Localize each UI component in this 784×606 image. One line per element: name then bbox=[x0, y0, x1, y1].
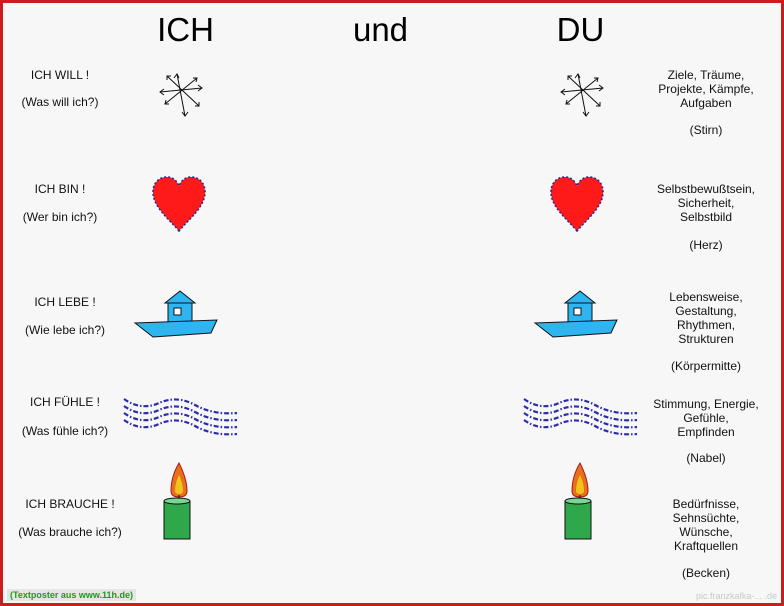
compass-arrows-icon bbox=[556, 70, 608, 120]
row-title-lebe: ICH LEBE ! bbox=[34, 295, 96, 309]
row-title-bin: ICH BIN ! bbox=[34, 182, 86, 196]
row-title-fuehle: ICH FÜHLE ! bbox=[29, 395, 100, 409]
watermark: pic.franzkafka-... .de bbox=[695, 591, 777, 601]
row-question-bin: (Wer bin ich?) bbox=[22, 210, 98, 224]
heading-und: und bbox=[352, 11, 409, 48]
row-desc-brauche: Bedürfnisse,Sehnsüchte,Wünsche,Kraftquel… bbox=[672, 497, 740, 553]
heading-du: DU bbox=[556, 11, 605, 48]
row-question-fuehle: (Was fühle ich?) bbox=[21, 424, 109, 438]
row-source-will: (Stirn) bbox=[689, 123, 723, 137]
houseboat-icon bbox=[533, 289, 619, 339]
compass-arrows-icon bbox=[155, 70, 207, 120]
heading-ich: ICH bbox=[157, 11, 214, 48]
row-question-brauche: (Was brauche ich?) bbox=[18, 525, 122, 539]
heart-icon bbox=[549, 175, 605, 233]
row-desc-fuehle: Stimmung, Energie,Gefühle,Empfinden bbox=[653, 397, 759, 439]
candle-icon bbox=[562, 461, 594, 543]
row-question-will: (Was will ich?) bbox=[21, 95, 99, 109]
candle-icon bbox=[161, 461, 193, 543]
row-question-lebe: (Wie lebe ich?) bbox=[24, 323, 106, 337]
row-desc-will: Ziele, Träume,Projekte, Kämpfe,Aufgaben bbox=[658, 68, 754, 110]
waves-icon bbox=[121, 391, 243, 441]
row-desc-lebe: Lebensweise,Gestaltung,Rhythmen,Struktur… bbox=[669, 290, 743, 346]
row-desc-bin: Selbstbewußtsein,Sicherheit,Selbstbild bbox=[656, 182, 756, 224]
houseboat-icon bbox=[133, 289, 219, 339]
source-credit: (Textposter aus www.11h.de) bbox=[7, 589, 137, 601]
row-source-fuehle: (Nabel) bbox=[686, 451, 726, 465]
row-source-bin: (Herz) bbox=[689, 238, 723, 252]
heart-icon bbox=[151, 175, 207, 233]
waves-icon bbox=[521, 391, 643, 441]
row-source-lebe: (Körpermitte) bbox=[670, 359, 741, 373]
row-source-brauche: (Becken) bbox=[681, 566, 731, 580]
row-title-brauche: ICH BRAUCHE ! bbox=[25, 497, 115, 511]
row-title-will: ICH WILL ! bbox=[30, 68, 90, 82]
